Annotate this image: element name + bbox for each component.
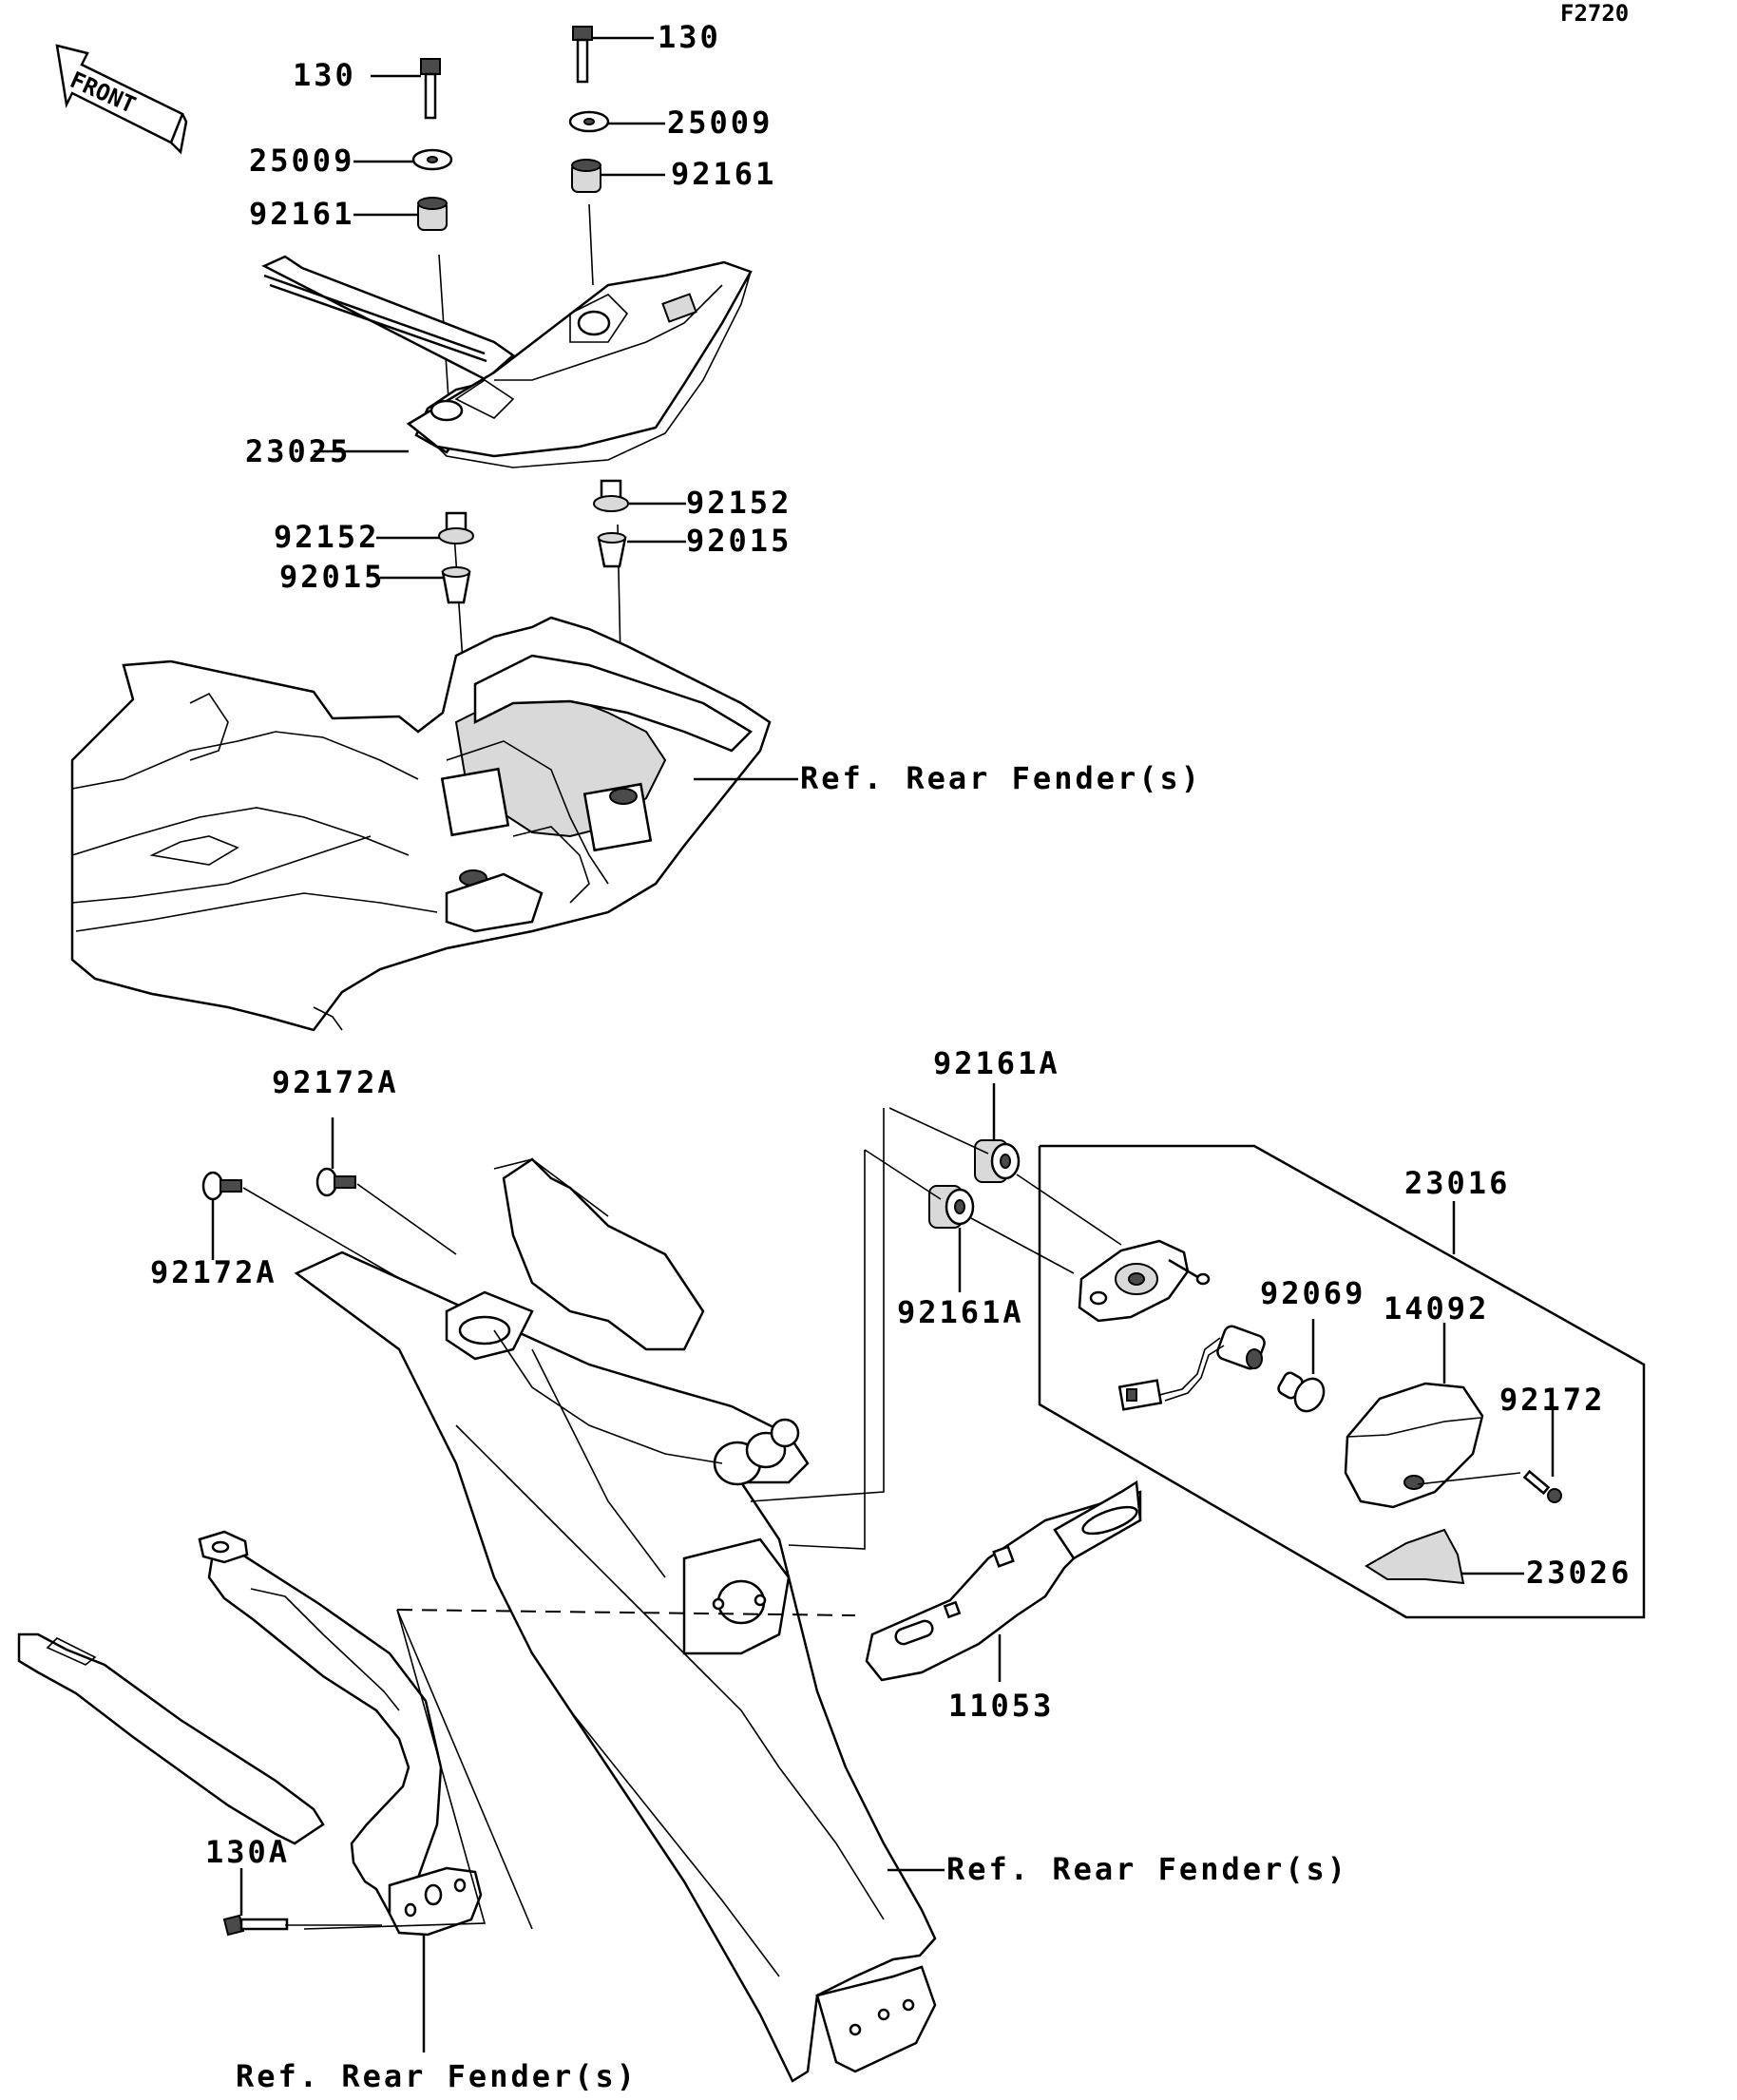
label-92172a-left: 92172A (150, 1254, 277, 1290)
label-92161-right: 92161 (671, 156, 776, 192)
collar-92152-left (376, 511, 474, 544)
label-14092: 14092 (1384, 1290, 1489, 1327)
lamp-housing (1078, 1239, 1211, 1323)
bolt-130-right (572, 26, 654, 84)
front-arrow-icon: FRONT (55, 44, 188, 155)
label-92172a-top: 92172A (272, 1064, 399, 1100)
rear-fender-upper (70, 616, 798, 1032)
support-stays (17, 1530, 533, 1937)
label-25009-left: 25009 (249, 143, 354, 179)
bolt-92172a-left (201, 1171, 242, 1260)
lens-cover-14092 (1344, 1323, 1484, 1509)
label-92161-left: 92161 (249, 196, 354, 232)
label-92015-left: 92015 (279, 559, 385, 595)
label-92152-right: 92152 (686, 485, 792, 521)
collar-92152-right (593, 479, 686, 512)
license-plate-mount (294, 1157, 945, 2083)
bracket-11053 (865, 1480, 1142, 1682)
bolt-130-left (371, 58, 441, 120)
grommet-92161-right (571, 159, 665, 193)
washer-25009-left (353, 148, 453, 171)
figure-code: F2720 (1560, 0, 1629, 27)
label-92152-left: 92152 (274, 519, 379, 555)
bushing-92015-right (597, 532, 686, 568)
label-23016: 23016 (1404, 1165, 1510, 1201)
label-25009-right: 25009 (667, 105, 773, 141)
lens-23026 (1365, 1528, 1524, 1585)
label-ref-rear-fender-bottom: Ref. Rear Fender(s) (236, 2058, 638, 2094)
label-ref-rear-fender-center: Ref. Rear Fender(s) (946, 1851, 1348, 1887)
label-23026: 23026 (1526, 1555, 1632, 1591)
label-92161a-top: 92161A (933, 1045, 1060, 1081)
label-92069: 92069 (1260, 1275, 1365, 1311)
grommet-92161-left (353, 197, 448, 231)
label-130a: 130A (205, 1834, 290, 1870)
bolt-130a (222, 1868, 382, 1937)
bolt-92172a-top (315, 1117, 356, 1197)
label-23025: 23025 (245, 433, 351, 469)
label-92161a-bottom: 92161A (897, 1294, 1024, 1330)
screw-92172 (1417, 1408, 1562, 1503)
bulb-92069 (1277, 1319, 1326, 1413)
damper-92161a-top (974, 1083, 1021, 1183)
label-130-left: 130 (293, 57, 356, 93)
damper-92161a-bottom (928, 1185, 975, 1292)
washer-25009-right (568, 110, 665, 133)
label-11053: 11053 (948, 1688, 1054, 1724)
label-ref-rear-fender-upper: Ref. Rear Fender(s) (800, 760, 1202, 796)
lamp-socket (1117, 1325, 1266, 1411)
label-92172: 92172 (1499, 1382, 1605, 1418)
bushing-92015-left (380, 566, 471, 604)
tail-lamp-23025 (261, 255, 753, 468)
label-92015-right: 92015 (686, 523, 792, 559)
label-130-right: 130 (658, 19, 721, 55)
